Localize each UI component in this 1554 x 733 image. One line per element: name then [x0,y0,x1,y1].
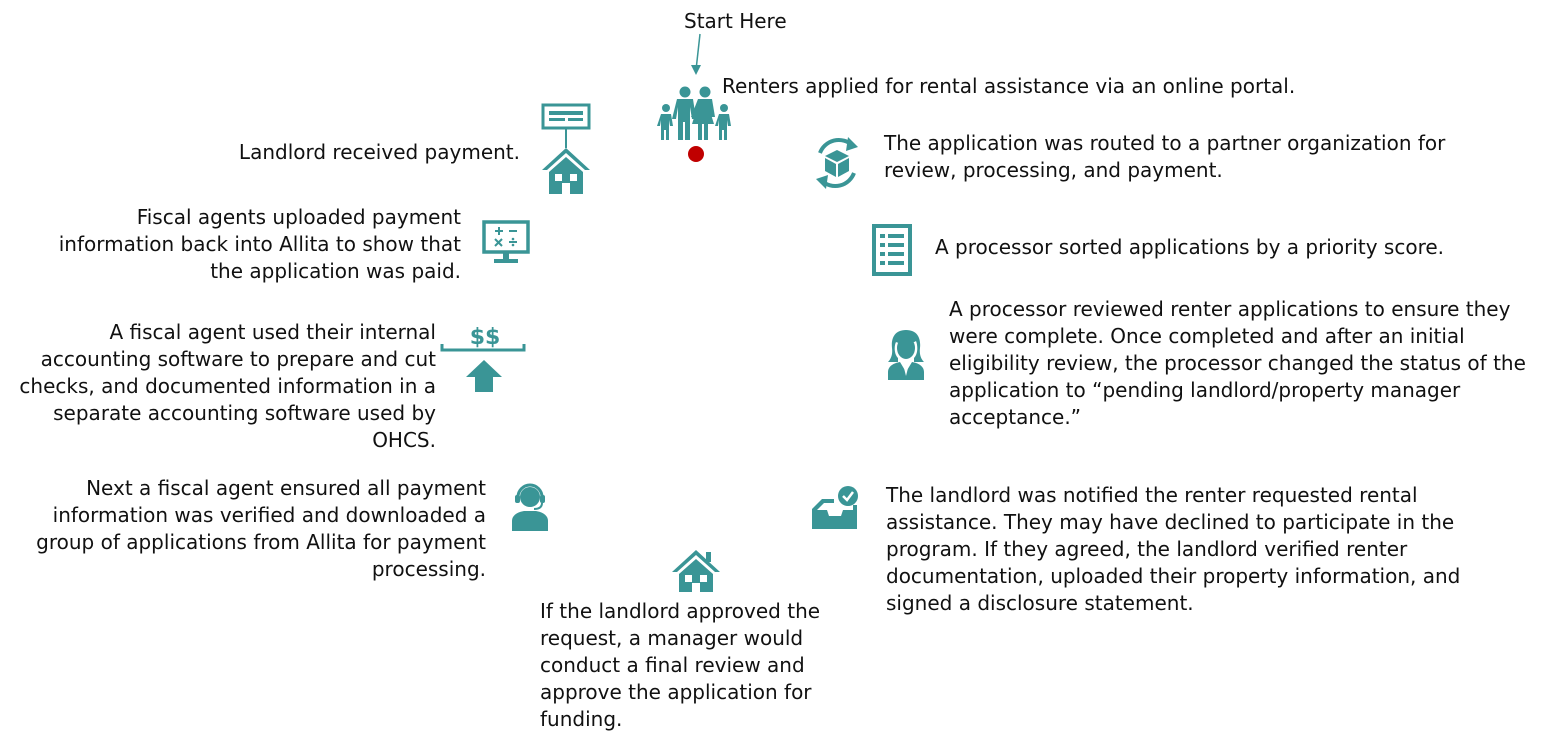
checklist-icon [872,224,912,276]
routing-package-icon [812,133,862,193]
processor-person-icon [884,328,928,380]
step-7-text: Next a fiscal agent ensured all payment … [36,476,486,581]
money-upload-icon-label: $$ [470,325,501,350]
inbox-check-icon [810,485,860,531]
step-6-text: If the landlord approved the request, a … [540,599,821,731]
money-upload-icon: $$ [438,322,528,394]
step-1-text: Renters applied for rental assistance vi… [722,74,1296,98]
step-3-text: A processor sorted applications by a pri… [935,235,1445,259]
house-icon [670,548,722,594]
calculator-monitor-icon [481,219,531,265]
step-5-text: The landlord was notified the renter req… [886,483,1461,615]
family-icon [656,86,736,142]
step-4-text: A processor reviewed renter applications… [949,297,1526,429]
start-arrow-icon [691,33,701,75]
step-9-text: Fiscal agents uploaded payment informati… [58,205,461,283]
start-marker [688,146,704,162]
step-10-text: Landlord received payment. [238,140,520,164]
headset-agent-icon [508,481,552,531]
start-here-label: Start Here [684,9,787,33]
house-check-icon [540,102,592,196]
step-8-text: A fiscal agent used their internal accou… [19,320,436,452]
step-2-text: The application was routed to a partner … [884,131,1446,182]
